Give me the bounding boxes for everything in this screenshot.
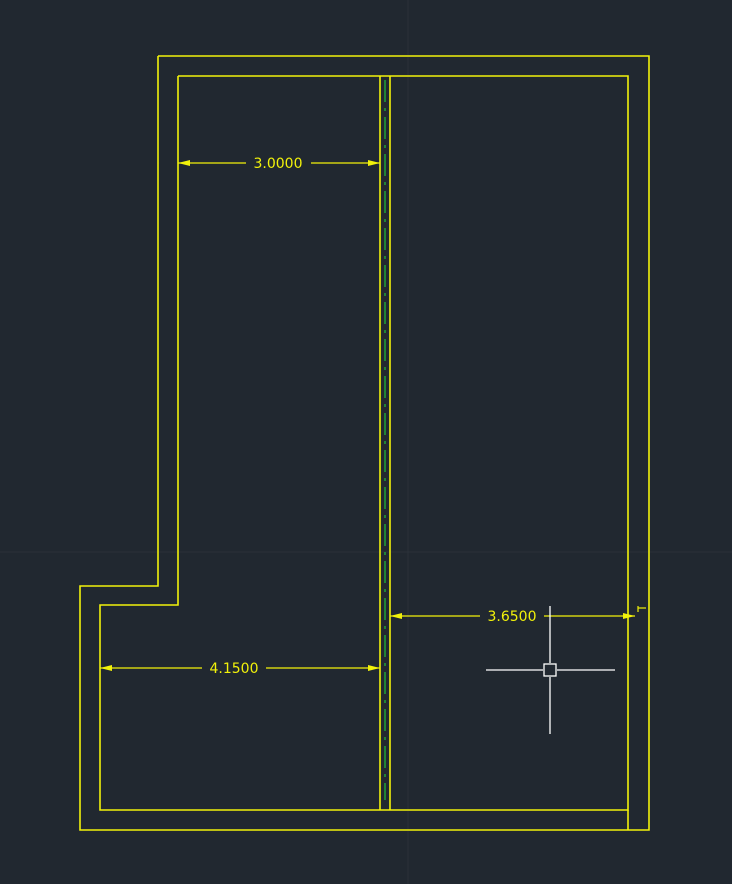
- crosshair-pickbox-icon: [486, 606, 615, 734]
- dimension-bottom-left[interactable]: [100, 665, 380, 671]
- outer-wall-outline[interactable]: [79, 55, 650, 831]
- dimension-right[interactable]: [390, 606, 646, 619]
- floor-plan[interactable]: [79, 55, 650, 831]
- dimension-top-left[interactable]: [178, 160, 380, 166]
- dimension-label-right[interactable]: 3.6500: [488, 609, 537, 625]
- dimension-label-bottom-left[interactable]: 4.1500: [210, 661, 259, 677]
- dimension-label-top-left[interactable]: 3.0000: [254, 156, 303, 172]
- inner-wall-outline[interactable]: [99, 75, 629, 811]
